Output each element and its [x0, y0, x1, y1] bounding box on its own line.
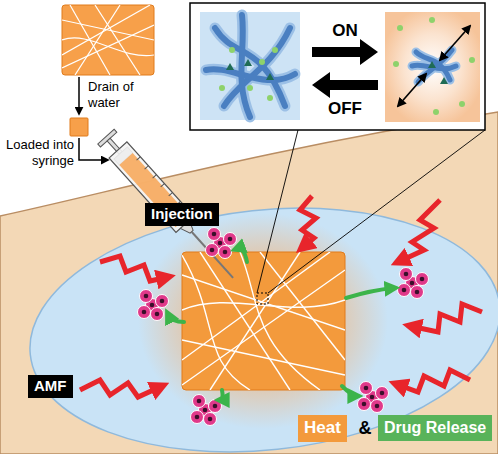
implanted-hydrogel — [182, 275, 345, 330]
node-text: AMF — [34, 378, 67, 395]
cancer-cells — [138, 290, 169, 321]
off-arrow — [312, 72, 378, 98]
amf-waves — [410, 304, 482, 332]
amf-waves — [300, 196, 316, 248]
inset-panel — [224, 28, 290, 106]
hydrogel-sheet — [95, 5, 140, 75]
hydrogel-sheet — [62, 25, 154, 68]
inset-panel — [459, 101, 465, 107]
dried-hydrogel — [70, 118, 88, 136]
node-text: Heat — [304, 419, 341, 438]
inset-panel — [206, 15, 295, 117]
implanted-hydrogel — [210, 252, 300, 390]
step-note: Loaded into syringe — [0, 137, 74, 170]
connector-symbol: & — [354, 417, 376, 440]
implanted-hydrogel — [182, 270, 345, 385]
amf-waves — [396, 370, 470, 392]
inset-panel — [229, 47, 235, 53]
inset-panel — [259, 59, 265, 65]
inset-panel — [219, 47, 278, 101]
implanted-hydrogel — [240, 252, 320, 390]
on-arrow — [312, 39, 378, 65]
release-arrows — [342, 386, 357, 396]
release-arrows — [220, 390, 223, 400]
zoom-line — [257, 130, 298, 293]
hydrogel-sheet — [62, 5, 154, 75]
amf-waves — [100, 256, 168, 281]
node-text: Drug Release — [384, 419, 486, 437]
zoom-line — [268, 130, 485, 293]
inset-panel — [200, 12, 300, 120]
inset-panel — [429, 17, 435, 23]
hydrogel-sheet — [62, 5, 154, 75]
inset-panel — [190, 3, 485, 130]
inset-panel — [440, 26, 470, 60]
drug-release-label: Drug Release — [378, 415, 492, 441]
release-arrows — [168, 249, 394, 400]
switch-label: ON — [318, 20, 372, 41]
syringe — [97, 129, 242, 286]
inset-panel — [206, 15, 295, 117]
release-arrows — [236, 249, 247, 262]
inset-panel — [440, 77, 448, 84]
inset-panel — [267, 95, 273, 101]
inset-panel — [206, 69, 295, 80]
inset-panel — [412, 50, 456, 82]
inset-panel — [433, 109, 439, 115]
inset-panel — [215, 28, 285, 106]
inset-panel — [469, 57, 475, 63]
inset-panel — [428, 61, 448, 84]
inset-panel — [226, 59, 274, 80]
implanted-hydrogel — [182, 340, 345, 375]
inset-panel — [206, 69, 295, 80]
process-arrow — [78, 77, 80, 114]
cancer-cells — [398, 268, 429, 299]
inset-panel — [412, 50, 456, 82]
inset-panel — [385, 12, 480, 122]
inset-panel — [393, 17, 475, 115]
cancer-cells — [191, 395, 222, 426]
inset-panel — [398, 74, 426, 106]
inset-panel — [393, 61, 399, 67]
cancer-cells — [206, 228, 237, 259]
release-arrows — [346, 288, 394, 298]
implanted-hydrogel — [182, 255, 250, 390]
node-text: Injection — [151, 206, 213, 223]
implanted-hydrogel — [182, 252, 345, 390]
inset-panel — [412, 50, 456, 82]
hydrogel-sheet — [62, 5, 154, 75]
step-note: Drain of water — [88, 79, 160, 112]
inset-panel — [428, 61, 436, 68]
release-arrows — [168, 314, 184, 322]
implanted-hydrogel — [182, 252, 345, 390]
injection-label: Injection — [145, 203, 219, 226]
switch-label: OFF — [318, 98, 372, 119]
inset-panel — [266, 73, 274, 80]
zoom-box — [257, 293, 268, 304]
inset-panel — [397, 25, 403, 31]
amf-waves — [80, 196, 482, 397]
hydrogel-sheet — [75, 5, 120, 75]
cancer-cells — [138, 228, 429, 426]
heat-label: Heat — [298, 415, 347, 442]
inset-panel — [244, 59, 252, 66]
inset-panel — [190, 3, 485, 130]
tumor-region — [18, 186, 498, 454]
amf-waves — [398, 200, 440, 262]
syringe — [137, 157, 181, 205]
inset-panel — [398, 26, 470, 106]
amf-label: AMF — [28, 375, 73, 398]
inset-panel — [226, 63, 234, 70]
implanted-hydrogel — [260, 252, 345, 360]
inset-panel — [247, 85, 253, 91]
cancer-cells — [358, 382, 389, 413]
amf-waves — [80, 380, 162, 397]
inset-panel — [219, 85, 225, 91]
inset-panel — [206, 15, 295, 117]
inset-panel — [272, 47, 278, 53]
heat-glow — [138, 213, 388, 429]
implanted-hydrogel — [182, 252, 345, 390]
